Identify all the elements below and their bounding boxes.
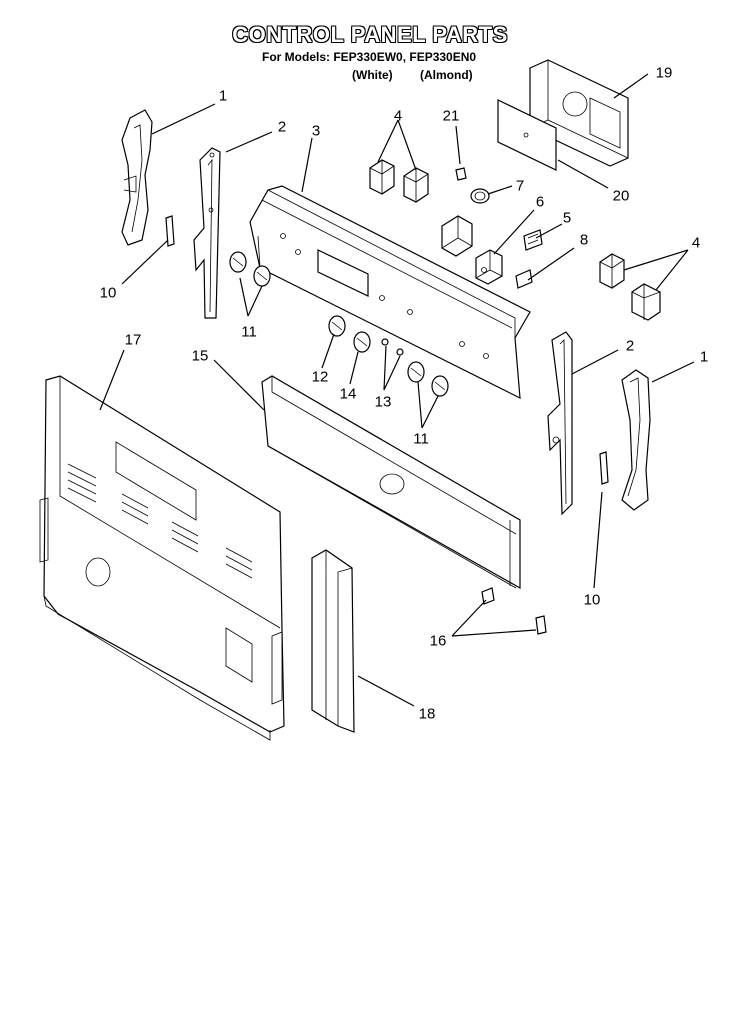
- callout-4-top: 4: [393, 107, 403, 125]
- callout-2-right: 2: [625, 337, 635, 355]
- control-panel: [249, 185, 531, 400]
- end-cap-left: [121, 109, 153, 246]
- overlay-panel: [497, 99, 557, 171]
- callout-7: 7: [515, 177, 525, 195]
- callout-18: 18: [418, 705, 436, 723]
- bracket-left: [193, 147, 221, 319]
- clip-right: [599, 451, 609, 485]
- callout-3: 3: [311, 122, 321, 140]
- callout-4-right: 4: [691, 234, 701, 252]
- switch-top-b: [403, 167, 429, 203]
- switch-right-b: [631, 283, 661, 321]
- switch-top-a: [369, 159, 395, 195]
- ring-seal: [470, 188, 490, 204]
- back-guard: [39, 375, 285, 741]
- callout-11-right: 11: [413, 430, 429, 448]
- callout-17: 17: [124, 331, 142, 349]
- callout-13: 13: [374, 393, 392, 411]
- callout-1-right: 1: [699, 348, 709, 366]
- callout-20: 20: [612, 187, 630, 205]
- callout-15: 15: [191, 347, 209, 365]
- callout-10-left: 10: [99, 284, 117, 302]
- callout-21: 21: [442, 107, 460, 125]
- diagram-title: CONTROL PANEL PARTS: [232, 22, 508, 47]
- callout-5: 5: [562, 209, 572, 227]
- indicator-light: [475, 249, 503, 285]
- knobs: [229, 251, 449, 397]
- color-white-label: (White): [352, 68, 393, 82]
- leader-lines: [99, 73, 695, 707]
- callout-2-left: 2: [277, 118, 287, 136]
- knob-springs: [381, 338, 404, 356]
- color-almond-label: (Almond): [420, 68, 473, 82]
- clock-motor: [441, 215, 473, 257]
- end-cap-right: [621, 369, 651, 511]
- clip-8: [515, 269, 533, 289]
- callout-16: 16: [429, 632, 447, 650]
- callout-6: 6: [535, 193, 545, 211]
- models-line: For Models: FEP330EW0, FEP330EN0: [262, 50, 477, 64]
- callout-12: 12: [311, 368, 329, 386]
- trim-strip: [311, 549, 355, 733]
- switch-right-a: [599, 253, 625, 289]
- screws: [481, 587, 547, 635]
- terminal-block: [523, 229, 543, 251]
- callout-11-left: 11: [241, 323, 257, 341]
- rear-panel: [261, 375, 521, 590]
- callout-1-left: 1: [218, 87, 228, 105]
- clock-clip: [455, 167, 467, 181]
- callout-14: 14: [339, 385, 357, 403]
- callout-10-right: 10: [583, 591, 601, 609]
- callout-8: 8: [579, 231, 589, 249]
- bracket-right: [547, 331, 573, 516]
- callout-19: 19: [655, 64, 673, 82]
- clip-left: [165, 215, 175, 247]
